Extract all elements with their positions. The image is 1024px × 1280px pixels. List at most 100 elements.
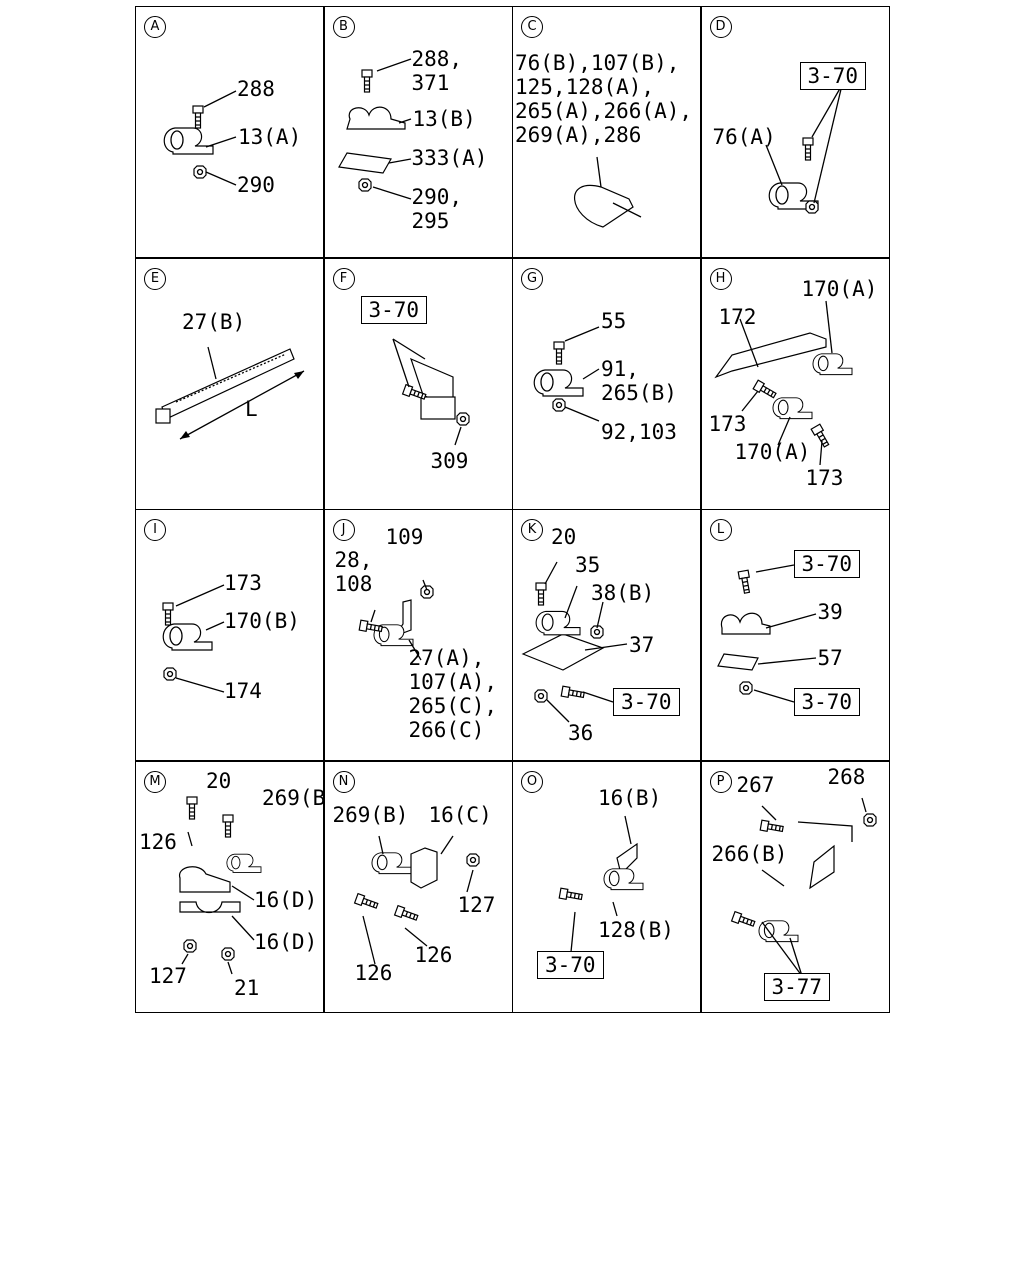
- part-number-label: 174: [224, 679, 262, 703]
- part-number-label: 16(C): [428, 802, 492, 827]
- panel-a-illustration: [163, 90, 237, 186]
- part-number-label: 36: [568, 721, 594, 745]
- panel-id-badge: I: [144, 519, 166, 541]
- panel-l-illustration: [716, 564, 816, 703]
- part-number-label: 20: [551, 525, 577, 549]
- part-number-label: 57: [817, 646, 843, 670]
- part-number-label: 55: [601, 308, 627, 333]
- part-number-label: 76(A): [712, 125, 776, 149]
- part-number-label: 172: [718, 304, 757, 329]
- part-number-label: 173: [805, 465, 844, 490]
- panel-id-badge: M: [144, 770, 166, 793]
- part-number-label: 109: [385, 525, 424, 549]
- panel-id-badge: L: [709, 519, 732, 541]
- panel-id-badge: G: [521, 267, 543, 290]
- part-number-label: 38(B): [591, 581, 655, 605]
- panel-i-illustration: [162, 584, 225, 693]
- panel-k: K 20 35 38(B) 37 36 3-70: [512, 509, 701, 761]
- part-number-label: 13(B): [412, 107, 476, 131]
- panel-n-illustration: [353, 835, 480, 964]
- section-reference-box: 3-70: [360, 295, 428, 324]
- panel-p-illustration: [730, 797, 877, 976]
- part-number-label: 126: [354, 960, 393, 985]
- panel-o: O 16(B) 128(B) 3-70: [512, 760, 701, 1013]
- part-number-label: 128(B): [598, 917, 674, 942]
- section-reference-box: 3-70: [613, 688, 680, 716]
- part-number-label: 126: [414, 942, 453, 967]
- part-number-label: 39: [817, 600, 843, 624]
- panel-k-illustration: [521, 561, 628, 723]
- panel-id-badge: F: [332, 267, 355, 290]
- part-number-label: 170(A): [801, 276, 878, 301]
- part-number-label: 16(D): [254, 929, 318, 954]
- part-number-label: 269(B): [332, 802, 409, 827]
- part-number-label: 170(A): [734, 439, 811, 464]
- section-reference-box: 3-70: [793, 688, 861, 716]
- panel-o-illustration: [558, 815, 644, 952]
- part-number-label: 170(B): [224, 609, 300, 633]
- part-number-label: 290, 295: [411, 185, 463, 233]
- panel-id-badge: O: [521, 770, 543, 793]
- panel-f: F 309 3-70: [323, 257, 513, 510]
- panel-m-illustration: [179, 795, 262, 974]
- panel-e-illustration: [155, 346, 305, 440]
- part-number-label: 126: [139, 829, 177, 854]
- panel-id-badge: K: [521, 519, 543, 541]
- part-number-label: 173: [708, 411, 747, 436]
- panel-id-badge: P: [709, 770, 732, 793]
- panel-id-badge: B: [332, 16, 355, 38]
- panel-l: L 39 57 3-70 3-70: [700, 509, 890, 761]
- part-number-label: 27(B): [182, 309, 246, 334]
- panel-id-badge: H: [709, 267, 732, 290]
- part-number-label: 309: [430, 448, 469, 473]
- panel-d-illustration: [764, 84, 843, 214]
- panel-c-illustration: [574, 156, 642, 228]
- part-number-label: 91, 265(B): [601, 356, 677, 405]
- part-number-label: 267: [736, 772, 775, 797]
- panel-c: C 76(B),107(B), 125,128(A), 265(A),266(A)…: [512, 6, 701, 258]
- panel-id-badge: C: [521, 16, 543, 38]
- part-number-label: 21: [234, 975, 260, 1000]
- section-reference-box: 3-77: [763, 972, 831, 1001]
- panel-b-illustration: [337, 58, 411, 200]
- panel-j-illustration: [358, 579, 434, 661]
- part-number-label: 290: [237, 173, 275, 197]
- panel-g-illustration: [533, 325, 600, 422]
- panel-id-badge: A: [144, 16, 166, 38]
- part-number-label: 288: [237, 77, 275, 101]
- part-number-label: 173: [224, 571, 262, 595]
- panel-f-illustration: [391, 337, 470, 445]
- part-number-label: 28, 108: [334, 548, 373, 596]
- part-number-label: 35: [575, 553, 601, 577]
- panel-i: I 173 170(B) 174: [135, 509, 324, 761]
- part-number-label: L: [245, 396, 258, 421]
- panel-id-badge: J: [332, 519, 355, 541]
- panel-a: A 288 13(A) 290: [135, 6, 324, 258]
- part-number-label: 127: [149, 963, 187, 988]
- section-reference-box: 3-70: [793, 550, 861, 578]
- part-number-label: 288, 371: [411, 47, 463, 95]
- part-number-label: 76(B),107(B), 125,128(A), 265(A),266(A),…: [515, 51, 693, 147]
- part-number-label: 127: [457, 892, 496, 917]
- panel-j: J 109 28, 108 27(A), 107(A), 265(C), 266(C): [323, 509, 513, 761]
- part-number-label: 16(B): [598, 785, 662, 810]
- panel-id-badge: E: [144, 267, 166, 290]
- part-number-label: 27(A), 107(A), 265(C), 266(C): [408, 646, 498, 742]
- part-number-label: 37: [629, 633, 655, 657]
- panel-h-illustration: [713, 300, 852, 465]
- section-reference-box: 3-70: [537, 950, 604, 979]
- part-number-label: 13(A): [238, 125, 302, 149]
- part-number-label: 16(D): [254, 887, 318, 912]
- panel-id-badge: N: [332, 770, 355, 793]
- part-number-label: 266(B): [711, 841, 788, 866]
- panel-e: E 27(B) L: [135, 257, 324, 510]
- panel-id-badge: D: [709, 16, 732, 38]
- part-number-label: 20: [206, 768, 232, 793]
